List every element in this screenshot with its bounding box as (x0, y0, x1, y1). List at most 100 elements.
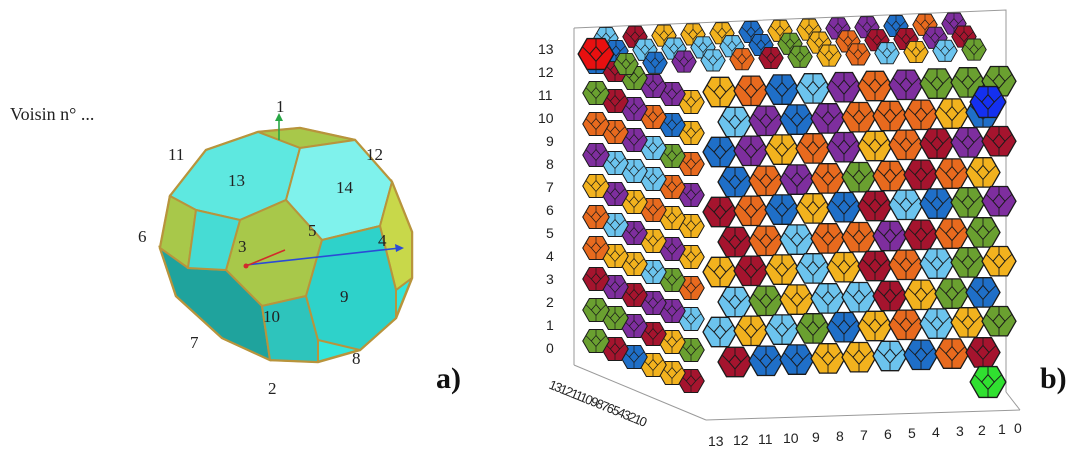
cube-tile (764, 314, 800, 345)
cube-tile (857, 310, 893, 342)
cube-tile (965, 277, 1001, 308)
cube-tile (841, 341, 877, 373)
b-tick-10: 10 (783, 430, 799, 446)
cube-tile (748, 105, 784, 137)
b-tick-13: 13 (708, 433, 724, 449)
face-label-4: 4 (378, 231, 387, 250)
cube-tile (795, 133, 831, 164)
face-label-3: 3 (238, 237, 247, 256)
figure-label-a: a) (436, 362, 461, 395)
v-tick-11: 11 (538, 87, 553, 103)
v-tick-10: 10 (538, 110, 554, 126)
v-tick-8: 8 (546, 156, 554, 172)
cube-tile (779, 164, 815, 195)
cube-tile (702, 196, 738, 228)
axis-y-arrowhead (275, 113, 283, 121)
cube-tile (872, 280, 908, 312)
cube-tile (702, 316, 738, 348)
cube-tile (764, 194, 800, 225)
face-label-14: 14 (336, 178, 354, 197)
cube-tile (764, 134, 800, 165)
cube-tile (934, 338, 970, 369)
axis-x-arrowhead (395, 244, 404, 252)
cube-tile (981, 185, 1017, 217)
cube-tile (748, 285, 784, 317)
v-tick-6: 6 (546, 202, 554, 218)
cube-tile (810, 163, 846, 194)
cube-tile (872, 220, 908, 252)
cube-tile (717, 166, 753, 198)
cube-tile (702, 76, 738, 108)
b-tick-0: 0 (1014, 420, 1022, 436)
cube-tile (919, 128, 955, 159)
v-tick-2: 2 (546, 294, 554, 310)
b-tick-1: 1 (998, 421, 1006, 437)
v-tick-7: 7 (546, 179, 554, 195)
cube-tile (810, 343, 846, 374)
cube-tile (779, 224, 815, 255)
v-tick-4: 4 (546, 248, 554, 264)
cube-tile (795, 313, 831, 344)
cube-tile (950, 187, 986, 218)
cube-tile (826, 71, 862, 103)
cube-tile (717, 346, 753, 378)
cube-tile (733, 315, 769, 347)
cube-tile (857, 250, 893, 282)
v-tick-3: 3 (546, 271, 554, 287)
b-tick-4: 4 (932, 424, 940, 440)
cube-tile (934, 158, 970, 189)
panel-b-packed-cube: 13 12 11 10 9 8 7 6 5 4 3 2 1 0 13 12 11… (538, 9, 1067, 449)
cube-tile (903, 159, 939, 191)
face-label-11: 11 (168, 145, 184, 164)
cube-tile (934, 218, 970, 249)
cube-tile (919, 248, 955, 279)
v-tick-0: 0 (546, 340, 554, 356)
b-tick-8: 8 (836, 428, 844, 444)
vertical-axis: 13 12 11 10 9 8 7 6 5 4 3 2 1 0 (538, 41, 554, 356)
cube-tile (919, 68, 955, 99)
cube-tile (702, 136, 738, 168)
cube-tile (965, 337, 1001, 368)
cube-tile (950, 247, 986, 278)
cube-tile (748, 345, 784, 377)
origin-point (243, 263, 249, 269)
face-label-1: 1 (276, 97, 285, 116)
cube-tile (795, 73, 831, 104)
cube-tile (857, 130, 893, 162)
cube-tile (810, 223, 846, 254)
cube-tile (733, 255, 769, 287)
panel-a-truncated-octahedron: Voisin n° ... 1 2 3 4 5 6 7 8 9 10 11 12… (10, 97, 461, 398)
bottom-axis: 13 12 11 10 9 8 7 6 5 4 3 2 1 0 (708, 420, 1022, 449)
cube-tile (717, 226, 753, 258)
cube-tile (872, 160, 908, 192)
cube-tile (717, 286, 753, 318)
face-4-square (378, 178, 413, 292)
b-tick-2: 2 (978, 422, 986, 438)
v-tick-1: 1 (546, 317, 554, 333)
cube-tile (841, 221, 877, 253)
cube-tile (733, 195, 769, 227)
cube-tile-green-highlight (969, 365, 1007, 399)
cube-tile (841, 281, 877, 313)
face-label-9: 9 (340, 287, 349, 306)
cube-tile (950, 307, 986, 338)
cube-tile (981, 305, 1017, 337)
cube-tile (810, 283, 846, 314)
face-label-5: 5 (308, 221, 317, 240)
cube-tile (826, 131, 862, 163)
cube-tile (779, 344, 815, 375)
v-tick-12: 12 (538, 64, 554, 80)
cube-tile (733, 135, 769, 167)
cube-tile (981, 125, 1017, 157)
cube-tile (872, 340, 908, 372)
cube-tile (950, 127, 986, 158)
cube-tile (733, 75, 769, 107)
cube-tile (903, 99, 939, 131)
cube-tile (888, 69, 924, 101)
cube-tile (826, 191, 862, 223)
cube-tile (841, 161, 877, 193)
cube-tile (748, 225, 784, 257)
face-10-hexagon (260, 294, 319, 364)
b-tick-5: 5 (908, 425, 916, 441)
cube-tile (779, 284, 815, 315)
